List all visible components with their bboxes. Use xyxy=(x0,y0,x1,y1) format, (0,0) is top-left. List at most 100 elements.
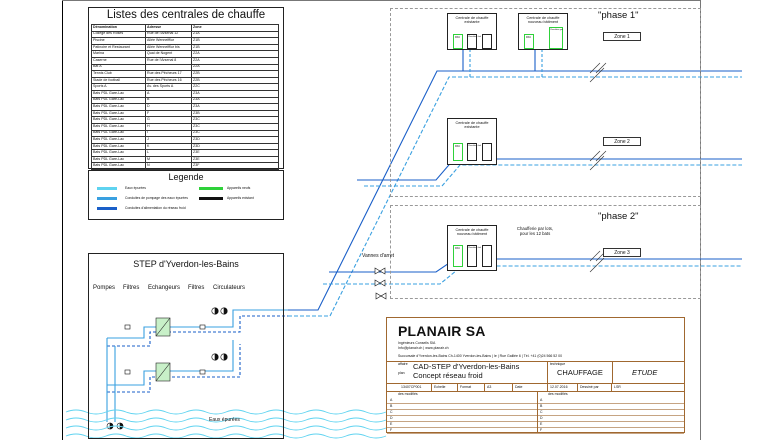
pac-unit: PAC xyxy=(453,34,463,49)
plant-zone3-new: Centrale de chauffe nouveau bâtiment PAC… xyxy=(447,225,497,271)
legend-text: Conduites d'alimentation du réseau froid xyxy=(125,206,186,210)
plant-list-cell: B xyxy=(145,96,192,105)
plant-list-cell: Patinoire et Restaurant xyxy=(91,43,146,52)
plant-list-cell: Z2B xyxy=(191,70,279,78)
valve-group xyxy=(374,267,387,300)
legend-swatch xyxy=(199,197,223,200)
plant-list-cell: Bats PDL Gare-Lac xyxy=(91,109,146,118)
plant-title: Centrale de chauffe nouveau bâtiment xyxy=(526,16,560,25)
zone3-pipe-return xyxy=(323,265,742,285)
legend-panel: Legende Eaux épurées Conduites de pompag… xyxy=(88,170,284,220)
technique: CHAUFFAGE xyxy=(557,368,603,377)
lbl-technique: technique xyxy=(550,362,566,366)
plant-list-cell: Z3E xyxy=(191,155,279,164)
boiler-label: Chaudière fuel xyxy=(468,145,482,147)
title-row-cell: LSR xyxy=(614,385,621,389)
legend-text: Appareils existant xyxy=(227,196,254,200)
plant-zone2-existing: Centrale de chauffe existante PAC Chaudi… xyxy=(447,118,497,165)
plant-list-cell: Z3C xyxy=(191,116,279,124)
lbl-revisions: des modifiés xyxy=(398,392,418,396)
pac-label: PAC xyxy=(526,36,532,39)
zone2-label: Zone 2 xyxy=(603,137,641,146)
col-header: Adresse xyxy=(145,24,192,32)
revision-letter: F xyxy=(390,428,393,432)
legend-swatch xyxy=(97,197,117,200)
plant-list-cell: Allée Wenneifflur xyxy=(145,37,192,45)
plant-list-cell: Z2C xyxy=(191,83,279,91)
pac-label: PAC xyxy=(455,145,461,148)
plant-zone1-existing: Centrale de chauffe existante PAC Chaudi… xyxy=(447,13,497,50)
pac-label: PAC xyxy=(455,36,461,39)
plant-list-cell: Caserne xyxy=(91,56,146,65)
legend-text: Eaux épurées xyxy=(125,186,146,190)
title-row-cell: Dessiné par xyxy=(580,385,599,389)
plant-list-cell: Bats PDL Gare-Lac xyxy=(91,136,146,144)
legend-title: Legende xyxy=(168,172,204,182)
plant-list-cell: N xyxy=(145,162,192,171)
pac-unit: PAC xyxy=(524,34,534,49)
plant-list-cell: Bats PDL Gare-Lac xyxy=(91,162,146,171)
title-row-cell: 12.07.2016 xyxy=(550,385,568,389)
title-row-cell: Format xyxy=(460,385,472,389)
plant-list-table: Dénomination Adresse Zone Collège des Ro… xyxy=(91,24,279,171)
plant-list-cell: Bats PDL Gare-Lac xyxy=(91,103,146,111)
plant-list-cell: Z1B xyxy=(191,43,279,52)
plant-list-cell: H xyxy=(145,122,192,131)
revision-letter: C xyxy=(540,410,543,414)
valves-label: Vannes d'arret xyxy=(362,253,394,259)
zone2-pipe-return xyxy=(364,164,742,187)
boiler-unit: Chaudière fuel xyxy=(467,143,481,161)
water-waves xyxy=(65,409,387,439)
boiler-unit: Chaudière fuel xyxy=(467,245,481,267)
plant-list-cell: Bats PDL Gare-Lac xyxy=(91,155,146,164)
plant-list-cell: Z3D xyxy=(191,136,279,144)
pac-unit: PAC xyxy=(453,245,463,267)
step-title: STEP d'Yverdon-les-Bains xyxy=(133,259,239,269)
plant-list-title: Listes des centrales de chauffe xyxy=(106,9,266,21)
plant-list-cell: Bats PDL Gare-Lac xyxy=(91,129,146,138)
plant-list-cell: Z1A xyxy=(191,30,279,39)
plant-list-cell: Z3C xyxy=(191,129,279,138)
lbl-plan: plan xyxy=(398,371,405,375)
plant-title: Centrale de chauffe existante xyxy=(455,121,489,130)
title-row-cell: Date xyxy=(515,385,523,389)
plant-list-cell: Z2A xyxy=(191,63,279,72)
legend-text: Appareils neufs xyxy=(227,186,251,190)
title-row-cell: Echelle xyxy=(434,385,446,389)
legend-swatch xyxy=(199,187,223,190)
col-header: Dénomination xyxy=(91,24,146,32)
label-filters: Filtres xyxy=(123,285,140,291)
zone1-label: Zone 1 xyxy=(603,32,641,41)
plant-title: Centrale de chauffe existante xyxy=(455,16,489,25)
plant-list-cell: Bats PDL Gare-Lac xyxy=(91,116,146,124)
revision-letter: F xyxy=(540,428,543,432)
revision-letter: D xyxy=(390,416,393,420)
lbl-revisions-2: des modifiés xyxy=(548,392,568,396)
revision-letter: A xyxy=(390,398,393,402)
plant-list-cell: Rue des Pêcheurs 16 xyxy=(145,76,192,85)
pac-label: PAC xyxy=(455,247,461,250)
boiler-label: Chaudière fuel xyxy=(468,247,482,249)
legend-text: Conduites de pompage des eaux épurées xyxy=(125,196,188,200)
plant-list-cell: G xyxy=(145,116,192,124)
title-block: PLANAIR SA Ingénieurs Conseils SIA Info@… xyxy=(386,317,685,434)
label-filters-2: Filtres xyxy=(188,285,205,291)
plant-list-cell: Z2A xyxy=(191,56,279,65)
plant-zone1-new: Centrale de chauffe nouveau bâtiment PAC… xyxy=(518,13,568,50)
phase1-label: "phase 1" xyxy=(598,10,639,21)
revision-letter: A xyxy=(540,398,543,402)
plant-list-cell: Z3A xyxy=(191,103,279,111)
title-row-cell: A3 xyxy=(487,385,492,389)
revision-letter: C xyxy=(390,410,393,414)
zone3-label: Zone 3 xyxy=(603,248,641,257)
